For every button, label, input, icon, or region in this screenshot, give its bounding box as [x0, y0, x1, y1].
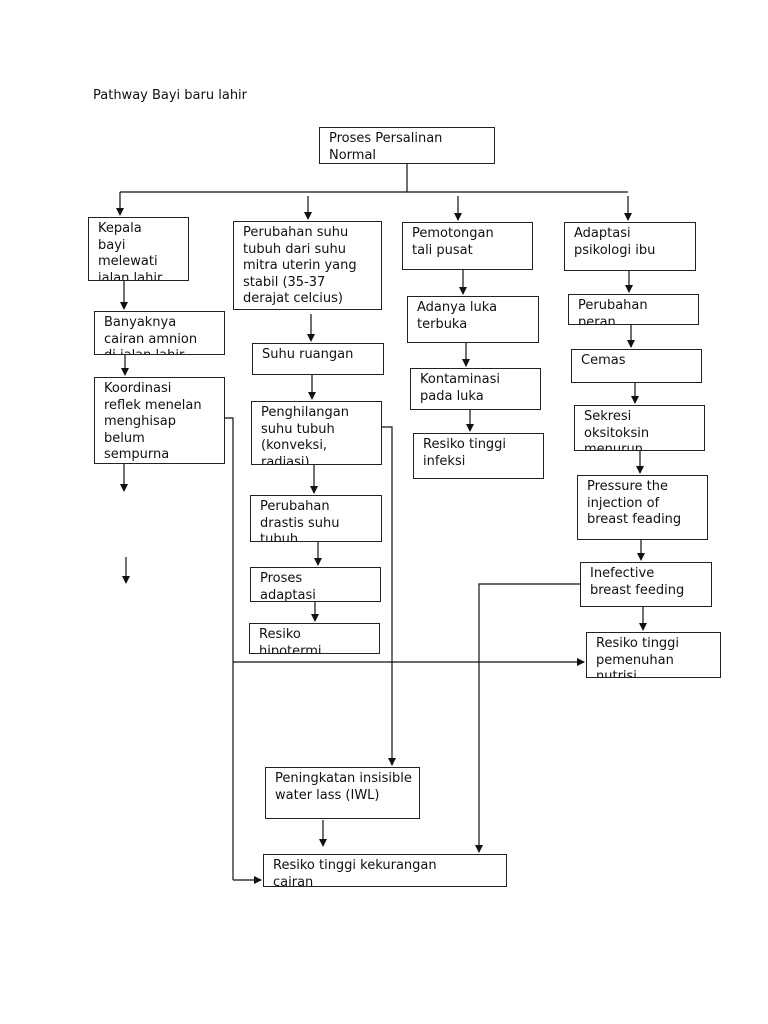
node-text-line: Pemotongan	[412, 226, 494, 241]
node-text-line: (konveksi,	[261, 438, 328, 453]
node-text-line: psikologi ibu	[574, 242, 656, 258]
node-text-line: Koordinasi	[104, 381, 172, 396]
node-text-line: cairan	[273, 874, 314, 887]
node-text-line: tubuh	[260, 532, 299, 542]
node-text-line: terbuka	[417, 316, 468, 332]
node-text-line: Resiko tinggi kekurangan	[273, 858, 437, 873]
node-text-line: Suhu ruangan	[262, 347, 354, 362]
node-text-line: injection of	[587, 495, 660, 511]
node-text-line: menurun	[584, 442, 643, 451]
node-text-line: suhu tubuh	[261, 421, 335, 437]
node-text-line: Adanya luka	[417, 300, 498, 315]
node-cemas: Cemas	[571, 349, 702, 383]
node-text-line: pemenuhan	[596, 652, 674, 668]
node-text-line: mitra uterin yang	[243, 258, 357, 273]
node-text-line: oksitoksin	[584, 425, 650, 441]
node-text-line: Resiko tinggi	[423, 437, 507, 452]
node-text-line: pada luka	[420, 388, 484, 404]
node-text-line: Perubahan	[260, 499, 330, 514]
node-text-line: Proses Persalinan	[329, 131, 443, 146]
node-text-line: Inefective	[590, 566, 655, 581]
node-text-line: Normal	[329, 147, 377, 163]
node-text-line: tubuh dari suhu	[243, 241, 346, 257]
node-text-line: Sekresi	[584, 409, 632, 424]
node-text-line: melewati	[98, 254, 158, 269]
node-text-line: Pressure the	[587, 479, 668, 494]
node-text-line: hipotermi	[259, 643, 322, 654]
node-text-line: stabil (35-37	[243, 274, 326, 290]
node-text-line: infeksi	[423, 453, 466, 469]
node-text-line: adaptasi	[260, 587, 316, 602]
node-text-line: derajat celcius)	[243, 291, 343, 306]
node-text-line: Kontaminasi	[420, 372, 500, 387]
node-text-line: Resiko	[259, 627, 301, 642]
node-text-line: belum	[104, 430, 145, 446]
node-text-line: sempurna	[104, 447, 170, 462]
node-text-line: reflek menelan	[104, 397, 202, 413]
node-suhu-ruangan: Suhu ruangan	[252, 343, 384, 375]
node-text-line: tali pusat	[412, 242, 473, 258]
node-text-line: cairan amnion	[104, 331, 198, 347]
node-text-line: breast feading	[587, 512, 682, 527]
connector	[225, 417, 234, 880]
node-text-line: bayi	[98, 237, 126, 253]
node-text-line: Banyaknya	[104, 315, 177, 330]
node-text-line: water lass (IWL)	[275, 787, 380, 803]
node-text-line: Kepala	[98, 221, 142, 236]
connector	[475, 583, 580, 853]
node-text-line: menghisap	[104, 414, 176, 429]
node-text-line: Perubahan suhu	[243, 225, 349, 240]
node-text-line: Perubahan	[578, 298, 648, 313]
node-text-line: Resiko tinggi	[596, 636, 680, 651]
diagram-title: Pathway Bayi baru lahir	[93, 88, 248, 103]
node-text-line: Peningkatan insisible	[275, 771, 412, 786]
node-text-line: Adaptasi	[574, 226, 631, 241]
node-text-line: jalan lahir	[98, 270, 163, 281]
node-text-line: Proses	[260, 571, 303, 586]
node-text-line: drastis suhu	[260, 515, 340, 531]
node-text-line: peran	[578, 314, 616, 325]
node-text-line: Cemas	[581, 353, 626, 368]
node-text-line: Penghilangan	[261, 405, 349, 420]
node-text-line: nutrisi	[596, 669, 637, 678]
node-text-line: radiasi)	[261, 454, 310, 465]
node-text-line: breast feeding	[590, 582, 685, 598]
node-text-line: di jalan lahir	[104, 348, 216, 354]
connector	[382, 426, 396, 766]
